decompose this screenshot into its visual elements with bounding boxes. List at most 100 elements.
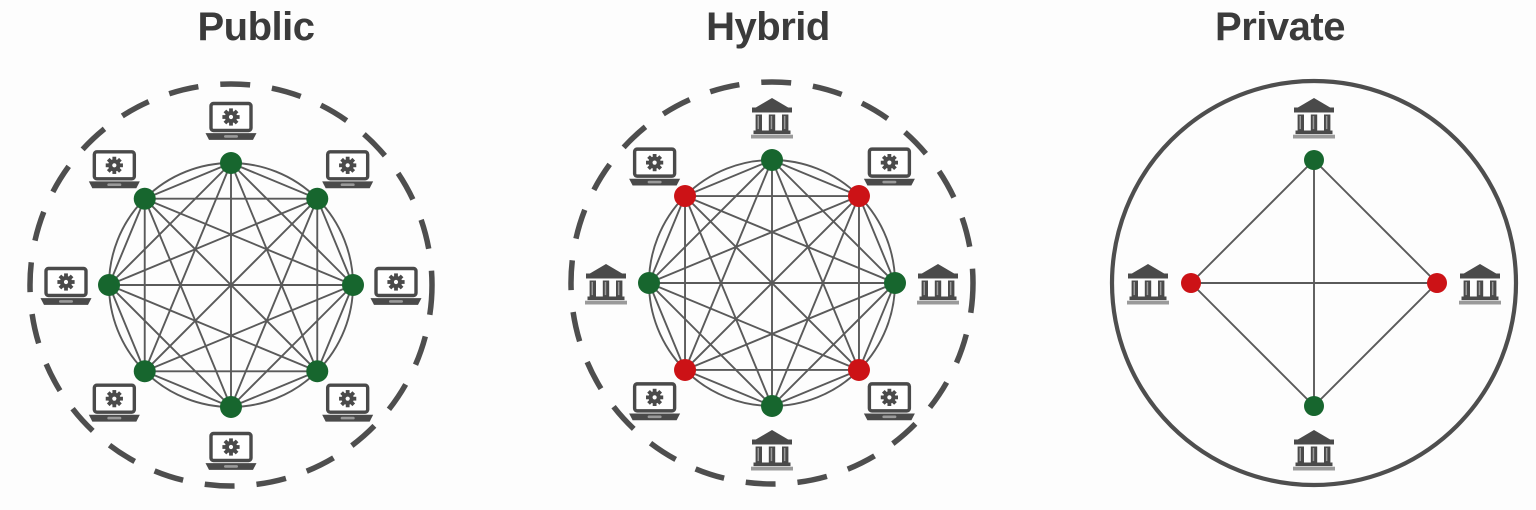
node-3[interactable]	[1181, 273, 1201, 293]
gear-tooth	[229, 108, 233, 113]
gear-tooth	[106, 157, 113, 164]
node-7[interactable]	[133, 187, 156, 210]
network-nodes	[1181, 150, 1447, 416]
node-7[interactable]	[674, 185, 697, 208]
gear-tooth	[57, 280, 62, 284]
node-3[interactable]	[306, 360, 329, 383]
participant-icons	[585, 98, 959, 471]
gear-icon	[222, 438, 240, 456]
network-graph-hybrid	[568, 79, 976, 487]
bank-entablature	[752, 439, 792, 445]
network-boundary-dashed	[568, 79, 976, 487]
bank-icon	[1293, 430, 1335, 471]
node-2[interactable]	[1304, 396, 1324, 416]
bank-base-upper	[1295, 462, 1333, 467]
mesh-edge	[144, 162, 232, 200]
mesh-edge	[108, 284, 232, 408]
node-2[interactable]	[342, 274, 364, 296]
mesh-edge	[648, 282, 773, 407]
node-5[interactable]	[133, 360, 156, 383]
gear-tooth	[887, 388, 892, 393]
mesh-edges	[108, 162, 354, 408]
gear-tooth	[352, 396, 357, 401]
bank-column-flute	[591, 281, 593, 296]
laptop-icon	[205, 101, 257, 140]
gear-tooth	[349, 167, 356, 173]
node-0[interactable]	[220, 152, 242, 174]
mesh-edge	[858, 282, 896, 371]
mesh-edge	[684, 159, 773, 197]
gear-hole	[652, 160, 657, 165]
gear-tooth	[647, 155, 653, 161]
gear-tooth	[118, 396, 123, 401]
gear-tooth	[67, 274, 74, 281]
gear-tooth	[397, 283, 404, 290]
gear-tooth	[656, 155, 663, 161]
bank-icon	[751, 98, 793, 139]
bank-pediment	[1297, 98, 1331, 108]
bank-entablature	[1460, 273, 1500, 279]
node-0[interactable]	[1304, 150, 1324, 170]
gear-tooth	[70, 280, 75, 284]
gear-hole	[393, 279, 399, 285]
gear-tooth	[345, 403, 350, 408]
gear-icon	[105, 156, 123, 174]
gear-tooth	[235, 445, 240, 449]
node-1[interactable]	[306, 187, 329, 210]
node-4[interactable]	[761, 395, 783, 417]
bank-base-lower	[1293, 134, 1335, 139]
gear-icon	[880, 388, 898, 406]
node-2[interactable]	[884, 272, 906, 294]
network-graph-private	[1109, 78, 1519, 488]
bank-icon	[1459, 264, 1501, 305]
mesh-edge	[771, 195, 860, 407]
panel-private: Private	[1024, 0, 1536, 510]
gear-hole	[887, 395, 892, 400]
gear-tooth	[340, 400, 346, 407]
node-4[interactable]	[220, 396, 242, 418]
laptop-trackpad	[389, 300, 403, 303]
laptop-icon	[322, 150, 374, 189]
bank-column-flute	[1325, 115, 1328, 130]
bank-base-lower	[751, 134, 793, 139]
laptop-trackpad	[107, 416, 122, 420]
bank-entablature	[1128, 273, 1168, 279]
laptop-trackpad	[107, 183, 122, 187]
bank-pediment	[1463, 264, 1497, 274]
laptop-icon	[863, 382, 915, 421]
node-1[interactable]	[1427, 273, 1447, 293]
bank-column-flute	[1325, 447, 1328, 462]
panel-title-hybrid: Hybrid	[706, 5, 830, 49]
node-6[interactable]	[98, 274, 120, 296]
gear-tooth	[232, 448, 239, 455]
mesh-edges	[648, 159, 896, 407]
bank-column-flute	[1299, 447, 1301, 462]
node-1[interactable]	[847, 185, 870, 208]
gear-icon	[646, 388, 664, 406]
laptop-icon	[629, 147, 681, 186]
node-0[interactable]	[761, 149, 783, 171]
gear-tooth	[394, 273, 398, 278]
gear-tooth	[387, 280, 392, 284]
mesh-edge	[108, 284, 318, 373]
bank-pediment	[755, 98, 789, 108]
gear-tooth	[388, 283, 395, 290]
bank-column-flute	[770, 115, 773, 130]
laptop-icon	[863, 147, 915, 186]
bank-column-flute	[1491, 281, 1494, 296]
mesh-edge	[684, 282, 896, 371]
gear-icon	[57, 273, 75, 291]
laptop-icon	[629, 382, 681, 421]
gear-hole	[112, 163, 117, 168]
bank-base-upper	[1129, 296, 1167, 301]
node-6[interactable]	[638, 272, 660, 294]
network-boundary-dashed	[27, 81, 435, 489]
gear-tooth	[235, 115, 240, 119]
gear-tooth	[116, 400, 122, 407]
mesh-edge	[143, 198, 232, 408]
bank-column-flute	[770, 447, 773, 462]
node-5[interactable]	[674, 358, 697, 381]
gear-tooth	[229, 451, 233, 456]
node-3[interactable]	[847, 358, 870, 381]
